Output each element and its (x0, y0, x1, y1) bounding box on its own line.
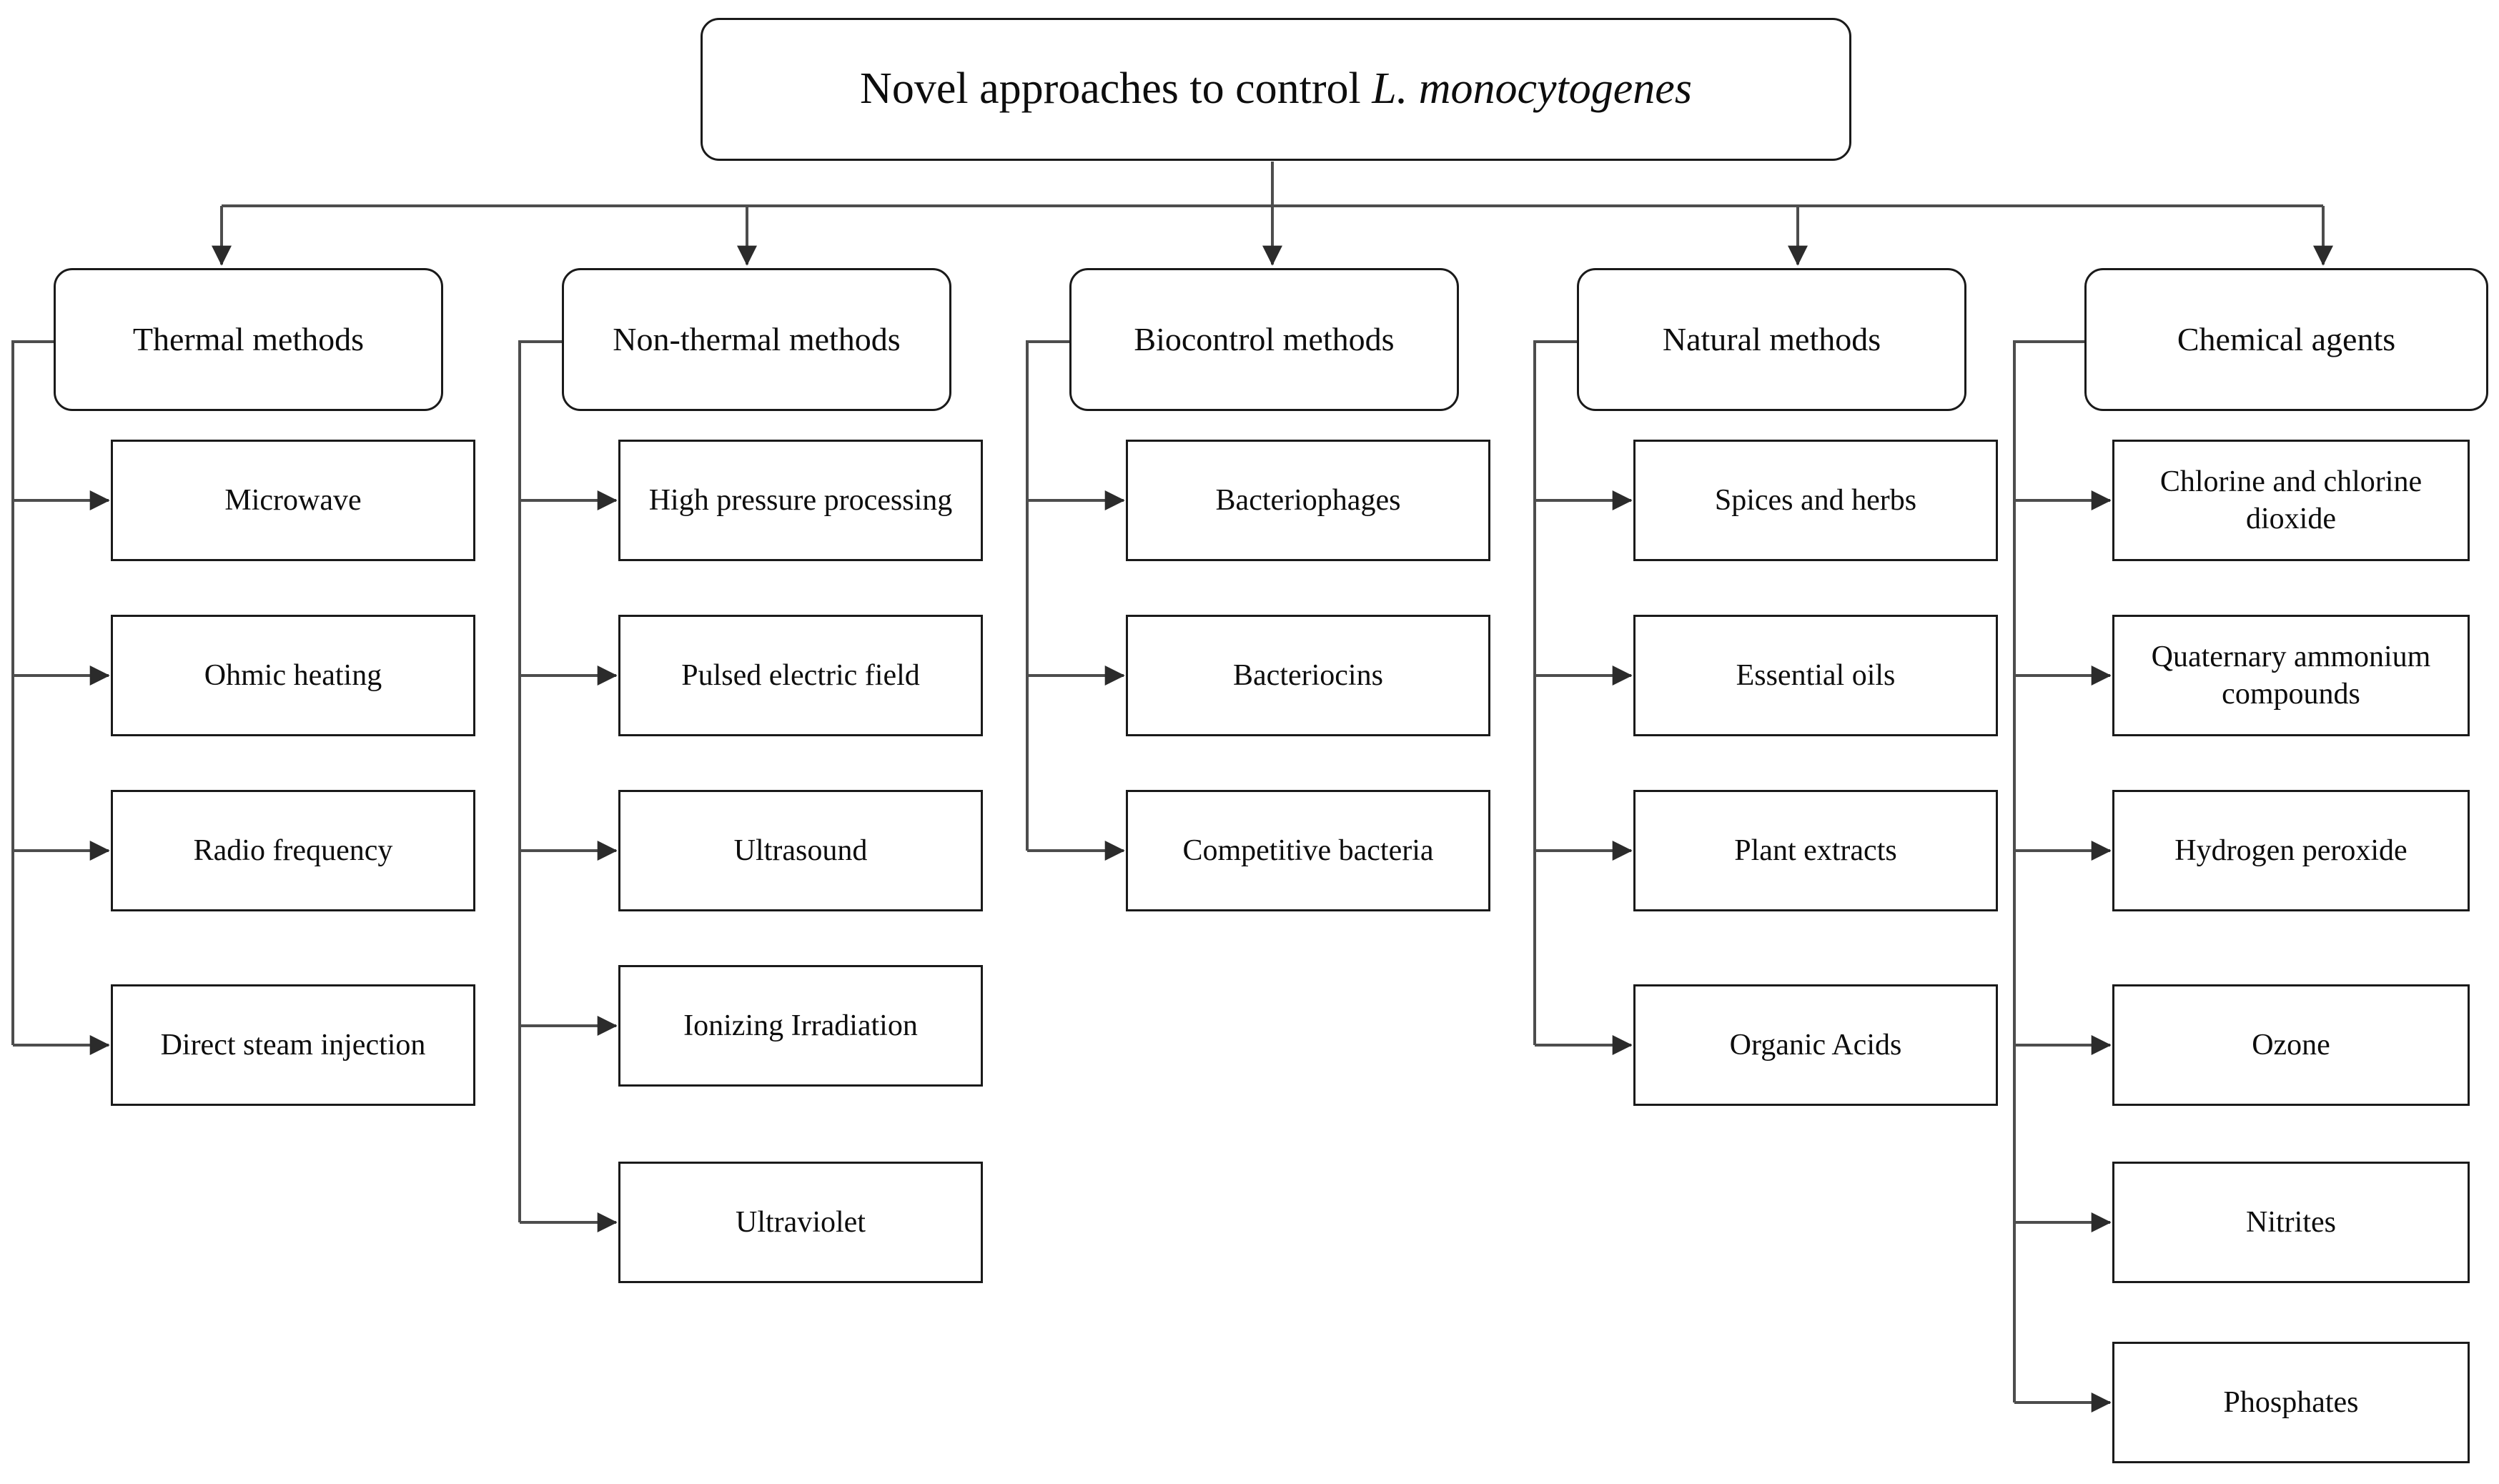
leaf-label: Direct steam injection (160, 1028, 426, 1062)
edge-spine-2 (518, 340, 562, 1222)
leaf-node-competitive-bacteria[interactable]: Competitive bacteria (1126, 790, 1490, 911)
leaf-node-microwave[interactable]: Microwave (111, 440, 475, 561)
category-label: Biocontrol methods (1134, 321, 1395, 358)
leaf-label: Organic Acids (1729, 1028, 1902, 1062)
leaf-node-phosphates[interactable]: Phosphates (2112, 1342, 2470, 1463)
leaf-label: Plant extracts (1734, 833, 1897, 867)
leaf-label: Ozone (2252, 1028, 2330, 1062)
leaf-node-direct-steam-injection[interactable]: Direct steam injection (111, 984, 475, 1106)
root-title-prefix: Novel approaches to control (860, 64, 1372, 114)
leaf-label: Phosphates (2223, 1385, 2359, 1419)
edge-spine-1 (11, 340, 54, 1045)
leaf-node-hydrogen-peroxide[interactable]: Hydrogen peroxide (2112, 790, 2470, 911)
root-title-species: L. monocytogenes (1372, 64, 1692, 114)
leaf-label: Bacteriocins (1233, 658, 1383, 692)
leaf-node-chlorine-and-chlorine-dioxide[interactable]: Chlorine and chlorine dioxide (2112, 440, 2470, 561)
leaf-label: Essential oils (1736, 658, 1896, 692)
leaf-label: Bacteriophages (1215, 483, 1401, 517)
leaf-node-ohmic-heating[interactable]: Ohmic heating (111, 615, 475, 736)
root-node[interactable]: Novel approaches to control L. monocytog… (701, 18, 1851, 161)
category-node-non-thermal-methods[interactable]: Non-thermal methods (562, 268, 951, 411)
leaf-label: Quaternary ammonium compounds (2151, 640, 2431, 711)
category-label: Thermal methods (132, 321, 365, 358)
leaf-node-quaternary-ammonium-compounds[interactable]: Quaternary ammonium compounds (2112, 615, 2470, 736)
leaf-label: Ohmic heating (204, 658, 382, 692)
leaf-node-ozone[interactable]: Ozone (2112, 984, 2470, 1106)
edge-spine-5 (2013, 340, 2084, 1403)
category-node-thermal-methods[interactable]: Thermal methods (54, 268, 443, 411)
category-label: Chemical agents (2177, 321, 2396, 358)
category-node-chemical-agents[interactable]: Chemical agents (2084, 268, 2488, 411)
edge-spine-3 (1026, 340, 1069, 851)
leaf-label: Ultrasound (733, 833, 868, 867)
leaf-node-bacteriophages[interactable]: Bacteriophages (1126, 440, 1490, 561)
leaf-node-bacteriocins[interactable]: Bacteriocins (1126, 615, 1490, 736)
edge-spine-4 (1533, 340, 1577, 1045)
category-node-natural-methods[interactable]: Natural methods (1577, 268, 1966, 411)
leaf-label: Nitrites (2246, 1205, 2336, 1239)
leaf-node-plant-extracts[interactable]: Plant extracts (1633, 790, 1998, 911)
category-label: Non-thermal methods (613, 321, 901, 358)
leaf-node-ultrasound[interactable]: Ultrasound (618, 790, 983, 911)
leaf-node-high-pressure-processing[interactable]: High pressure processing (618, 440, 983, 561)
category-label: Natural methods (1662, 321, 1881, 358)
leaf-node-organic-acids[interactable]: Organic Acids (1633, 984, 1998, 1106)
leaf-label: Ionizing Irradiation (683, 1009, 918, 1042)
leaf-label: Radio frequency (193, 833, 393, 867)
leaf-node-ionizing-irradiation[interactable]: Ionizing Irradiation (618, 965, 983, 1087)
leaf-node-radio-frequency[interactable]: Radio frequency (111, 790, 475, 911)
leaf-node-nitrites[interactable]: Nitrites (2112, 1162, 2470, 1283)
leaf-node-spices-and-herbs[interactable]: Spices and herbs (1633, 440, 1998, 561)
leaf-label: Competitive bacteria (1182, 833, 1434, 867)
leaf-label: High pressure processing (648, 483, 953, 517)
leaf-node-ultraviolet[interactable]: Ultraviolet (618, 1162, 983, 1283)
leaf-label: Spices and herbs (1714, 483, 1917, 517)
leaf-label: Hydrogen peroxide (2174, 833, 2408, 867)
leaf-node-pulsed-electric-field[interactable]: Pulsed electric field (618, 615, 983, 736)
leaf-label: Microwave (224, 483, 362, 517)
leaf-label: Pulsed electric field (681, 658, 920, 692)
leaf-label: Ultraviolet (736, 1205, 866, 1239)
leaf-label: Chlorine and chlorine dioxide (2159, 465, 2423, 535)
category-node-biocontrol-methods[interactable]: Biocontrol methods (1069, 268, 1459, 411)
leaf-node-essential-oils[interactable]: Essential oils (1633, 615, 1998, 736)
